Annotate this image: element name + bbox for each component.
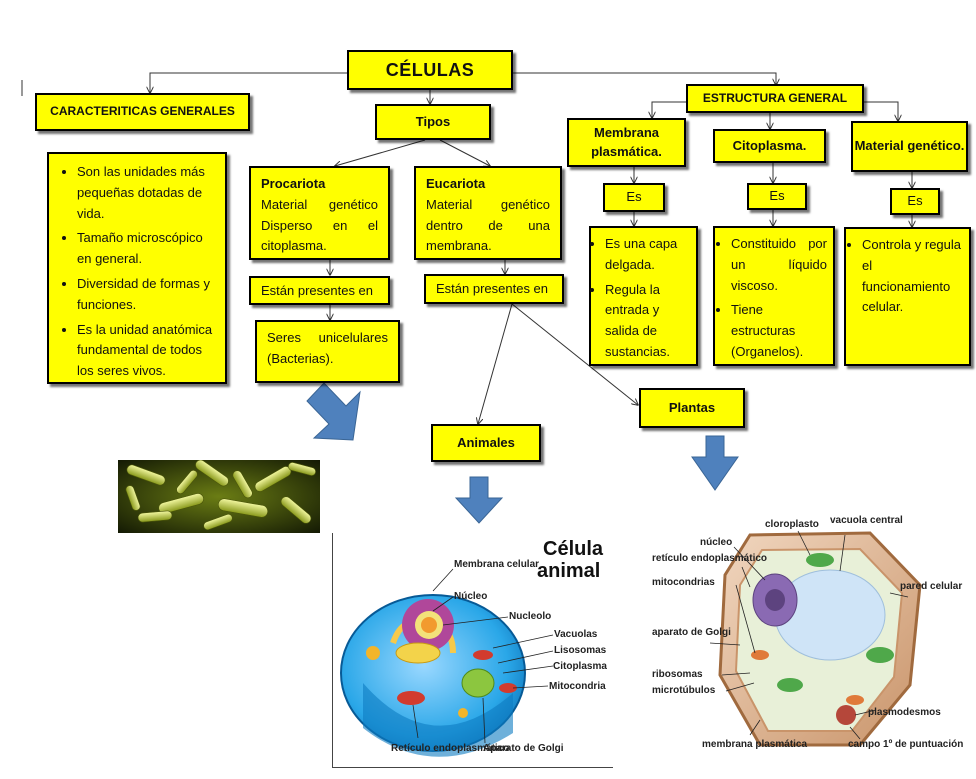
eukaryote-present-label-text: Están presentes en	[436, 281, 549, 296]
list-item: Tiene estructuras (Organelos).	[731, 300, 827, 362]
animal-cell-image: Célula animal Membrana celular Núcleo Nu…	[332, 533, 613, 768]
animal-label-golgi: Aparato de Golgi	[483, 743, 564, 754]
animal-label-mitochondria: Mitocondria	[549, 681, 606, 692]
plants-label: Plantas	[668, 399, 716, 415]
animal-cell-title-1: Célula	[543, 538, 604, 560]
plant-label-er: retículo endoplasmático	[652, 553, 767, 564]
animal-cell-illustration: Célula animal Membrana celular Núcleo Nu…	[340, 538, 607, 757]
bacteria-image	[118, 460, 320, 533]
eukaryote-name: Eucariota	[426, 176, 486, 191]
eukaryote-desc: Material genético dentro de una membrana…	[426, 196, 550, 254]
prokaryote-present-label: Están presentes en	[249, 276, 390, 305]
genetic-es-box: Es	[890, 188, 940, 215]
list-item: Tamaño microscópico en general.	[77, 228, 215, 270]
arrow-to-plant-cell	[691, 435, 739, 491]
membrane-box: Membrana plasmática.	[567, 118, 686, 167]
list-item: Diversidad de formas y funciones.	[77, 274, 215, 316]
animal-label-nucleus: Núcleo	[454, 591, 487, 602]
animal-label-membrane: Membrana celular	[454, 559, 539, 570]
types-header-text: Tipos	[415, 113, 451, 129]
animal-label-lysosomes: Lisosomas	[554, 645, 607, 656]
animal-label-vacuoles: Vacuolas	[554, 629, 598, 640]
plant-label-mitochondria: mitocondrias	[652, 577, 715, 588]
prokaryote-present-value: Seres unicelulares (Bacterias).	[267, 330, 388, 366]
characteristics-header-text: CARACTERITICAS GENERALES	[50, 104, 235, 119]
list-item: Es la unidad anatómica fundamental de to…	[77, 320, 215, 382]
eukaryote-box: Eucariota Material genético dentro de un…	[414, 166, 562, 260]
plants-box: Plantas	[639, 388, 745, 428]
arrow-to-animal-cell	[454, 476, 504, 524]
list-item: Controla y regula el funcionamiento celu…	[862, 235, 963, 318]
genetic-material-box: Material genético.	[851, 121, 968, 172]
animal-cell-title-2: animal	[537, 560, 600, 582]
cytoplasm-es-box: Es	[747, 183, 807, 210]
arrow-to-bacteria	[306, 382, 361, 441]
list-item: Son las unidades más pequeñas dotadas de…	[77, 162, 215, 224]
plant-label-ribosomes: ribosomas	[652, 669, 703, 680]
structure-header-text: ESTRUCTURA GENERAL	[702, 90, 848, 105]
prokaryote-present-box: Seres unicelulares (Bacterias).	[255, 320, 400, 383]
plant-label-membrane: membrana plasmática	[702, 739, 807, 750]
plant-label-golgi: aparato de Golgi	[652, 627, 731, 638]
genetic-es-label: Es	[907, 193, 923, 209]
animals-box: Animales	[431, 424, 541, 462]
animal-label-nucleolus: Nucleolo	[509, 611, 551, 622]
plant-cell-illustration: cloroplasto vacuola central núcleo retíc…	[652, 515, 963, 750]
cytoplasm-desc-box: Constituido por un líquido viscoso. Tien…	[713, 226, 835, 366]
bacteria-illustration	[118, 460, 320, 533]
prokaryote-present-label-text: Están presentes en	[261, 283, 374, 298]
plant-label-microtubules: microtúbulos	[652, 685, 716, 696]
plant-label-cell-wall: pared celular	[900, 581, 962, 592]
list-item: Es una capa delgada.	[605, 234, 690, 276]
list-item: Constituido por un líquido viscoso.	[731, 234, 827, 296]
genetic-desc-box: Controla y regula el funcionamiento celu…	[844, 227, 971, 366]
animal-label-er: Retículo endoplasmático	[391, 743, 509, 754]
membrane-es-box: Es	[603, 183, 665, 212]
prokaryote-name: Procariota	[261, 176, 326, 191]
characteristics-list: Son las unidades más pequeñas dotadas de…	[59, 162, 215, 382]
structure-header: ESTRUCTURA GENERAL	[686, 84, 864, 113]
characteristics-list-box: Son las unidades más pequeñas dotadas de…	[47, 152, 227, 384]
genetic-list: Controla y regula el funcionamiento celu…	[848, 235, 963, 318]
plant-label-pit-field: campo 1º de puntuación	[848, 739, 963, 750]
title-box: CÉLULAS	[347, 50, 513, 90]
animals-label: Animales	[457, 434, 515, 450]
plant-cell-image: cloroplasto vacuola central núcleo retíc…	[650, 505, 970, 767]
membrane-desc-box: Es una capa delgada. Regula la entrada y…	[589, 226, 698, 366]
plant-label-vacuole: vacuola central	[830, 515, 903, 526]
plant-label-plasmodesmata: plasmodesmos	[868, 707, 941, 718]
plant-label-chloroplast: cloroplasto	[765, 519, 819, 530]
genetic-material-name: Material genético.	[854, 138, 965, 154]
eukaryote-present-label: Están presentes en	[424, 274, 564, 304]
animal-label-cytoplasm: Citoplasma	[553, 661, 607, 672]
cytoplasm-list: Constituido por un líquido viscoso. Tien…	[717, 234, 827, 363]
cytoplasm-name: Citoplasma.	[732, 137, 807, 153]
page-title: CÉLULAS	[385, 59, 475, 80]
list-item: Regula la entrada y salida de sustancias…	[605, 280, 690, 363]
membrane-list: Es una capa delgada. Regula la entrada y…	[593, 234, 690, 363]
cytoplasm-es-label: Es	[769, 188, 785, 204]
types-header: Tipos	[375, 104, 491, 140]
membrane-name: Membrana plasmática.	[591, 125, 662, 159]
characteristics-header: CARACTERITICAS GENERALES	[35, 93, 250, 131]
cytoplasm-box: Citoplasma.	[713, 129, 826, 163]
prokaryote-desc: Material genético Disperso en el citopla…	[261, 196, 378, 254]
plant-label-nucleus: núcleo	[700, 537, 732, 548]
prokaryote-box: Procariota Material genético Disperso en…	[249, 166, 390, 260]
membrane-es-label: Es	[626, 189, 642, 205]
